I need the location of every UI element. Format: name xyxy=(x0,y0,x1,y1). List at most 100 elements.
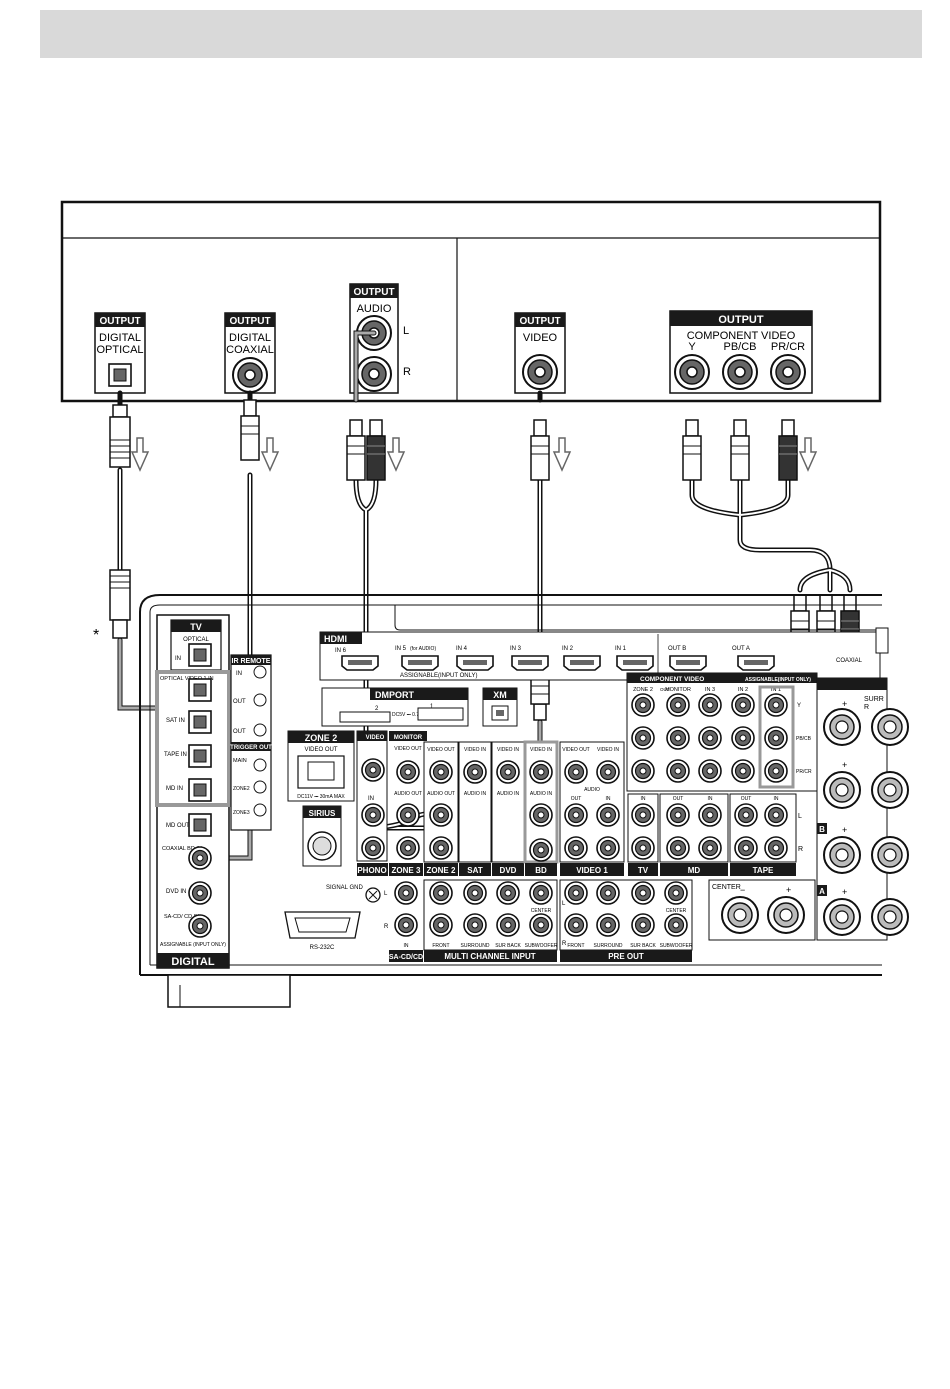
channel-l-label: L xyxy=(403,325,409,337)
dmport-section: DMPORT 2 DC5V ⎓ 0.7A MAX 1 xyxy=(321,687,469,727)
comp-in3-y-jack xyxy=(698,693,722,717)
receiver-chassis xyxy=(139,594,882,1008)
tape-in-r-jack xyxy=(764,836,788,860)
md-col-label: MD xyxy=(688,866,701,875)
output-header: OUTPUT xyxy=(353,287,394,298)
video1-video-in-label: VIDEO IN xyxy=(597,747,619,753)
output-line: DIGITAL xyxy=(99,332,141,344)
video1-video-out-jack xyxy=(564,760,588,784)
spk-plus-label: + xyxy=(842,760,847,770)
output-line: COMPONENT VIDEO xyxy=(687,330,796,342)
md-out-col-label: OUT xyxy=(673,796,684,802)
mci-surback-r-jack xyxy=(496,913,520,937)
preout-surround-label: SURROUND xyxy=(594,943,623,949)
bd-video-in-label: VIDEO IN xyxy=(530,747,552,753)
video1-audio-label: AUDIO xyxy=(584,787,600,793)
spk-surr-plus xyxy=(823,708,861,746)
zone2-sub-label: VIDEO OUT xyxy=(304,747,337,753)
sat-label: SAT xyxy=(467,866,483,875)
coax-plug-top xyxy=(240,399,260,461)
hdmi-in5-port xyxy=(401,655,439,671)
optical-plug-top xyxy=(109,404,131,468)
hdmi-in1-port xyxy=(616,655,654,671)
spk-b-minus xyxy=(871,836,909,874)
mci-subwoofer-jack xyxy=(529,913,553,937)
digital-optical-output: OUTPUT DIGITAL OPTICAL xyxy=(94,312,146,394)
video1-video-in-jack xyxy=(596,760,620,784)
mci-subwoofer-label: SUBWOOFER xyxy=(525,943,558,949)
sacd-coax-jack xyxy=(188,914,212,938)
monitor-label: MONITOR xyxy=(394,735,423,741)
component-plug-pb xyxy=(730,419,750,481)
comp-monitor-pr-jack xyxy=(666,759,690,783)
component-pr-label: PR/CR xyxy=(771,341,805,353)
component-video-panel: COMPONENT VIDEO ASSIGNABLE(INPUT ONLY) Z… xyxy=(626,672,818,792)
trigger-zone2-label: ZONE2 xyxy=(233,786,250,792)
sacd-in-col-label: IN xyxy=(404,943,409,949)
channel-r-label: R xyxy=(403,366,411,378)
spk-center-plus-label: + xyxy=(786,885,791,895)
monitor-audio-out-label: AUDIO OUT xyxy=(394,791,422,797)
hdmi-section: HDMI IN 6 IN 5 (for AUDIO) IN 4 IN 3 IN … xyxy=(319,631,881,681)
md-in-l-jack xyxy=(698,803,722,827)
video1-video-out-label: VIDEO OUT xyxy=(562,747,590,753)
bd-label: BD xyxy=(535,866,547,875)
ir-out-label: OUT xyxy=(233,729,246,735)
mci-label: MULTI CHANNEL INPUT xyxy=(444,952,535,961)
spk-center-plus xyxy=(767,896,805,934)
video-col-label: VIDEO xyxy=(366,735,385,741)
ir-remote-label: IR REMOTE xyxy=(232,658,271,665)
signal-arrow xyxy=(131,437,149,471)
sat-optical-jack xyxy=(188,710,212,734)
video1-optical-jack xyxy=(188,678,212,702)
sacd-col-label: SA-CD/CD xyxy=(389,954,423,961)
spk-plus-label: + xyxy=(842,699,847,709)
xm-label: XM xyxy=(493,690,507,700)
tape-in-col-label: IN xyxy=(774,796,779,802)
zone2-video-out-section: ZONE 2 VIDEO OUT DC11V ⎓ 30mA MAX xyxy=(287,730,355,802)
zone2-audio-r-jack xyxy=(429,836,453,860)
zone2-col-label: ZONE 2 xyxy=(427,866,456,875)
comp-monitor-label: MONITOR xyxy=(665,687,691,693)
tv-audio-r-jack xyxy=(631,836,655,860)
tv-optical-label: OPTICAL xyxy=(183,637,209,643)
hdmi-in2-port xyxy=(563,655,601,671)
spk-a-minus xyxy=(871,898,909,936)
sacd-r-jack xyxy=(394,913,418,937)
md-out-label: MD OUT xyxy=(166,823,190,829)
video1-out-label: OUT xyxy=(571,796,582,802)
component-plug-pr xyxy=(778,419,798,481)
bd-coax-jack xyxy=(188,846,212,870)
digital-coaxial-output: OUTPUT DIGITAL COAXIAL xyxy=(224,312,276,394)
preout-subwoofer-label: SUBWOOFER xyxy=(660,943,693,949)
output-header: OUTPUT xyxy=(99,316,140,327)
dvd-coax-jack xyxy=(188,881,212,905)
md-out-r-jack xyxy=(666,836,690,860)
preout-subwoofer-jack xyxy=(664,913,688,937)
preout-front-label: FRONT xyxy=(567,943,584,949)
tv-optical-jack xyxy=(188,643,212,667)
dvd-video-in-label: VIDEO IN xyxy=(497,747,519,753)
digital-panel: DIGITAL TV OPTICAL IN OPTICAL VIDEO 1 IN… xyxy=(155,614,231,969)
comp-y-label: Y xyxy=(797,703,801,709)
component-video-output: OUTPUT COMPONENT VIDEO Y PB/CB PR/CR xyxy=(669,310,813,394)
signal-arrow xyxy=(261,437,279,471)
spk-center-minus-label: − xyxy=(740,885,745,895)
hdmi-in4-label: IN 4 xyxy=(456,646,468,652)
spk-surr-minus xyxy=(871,708,909,746)
dvd-audio-in-label: AUDIO IN xyxy=(497,791,520,797)
comp-monitor-pb-jack xyxy=(666,726,690,750)
digital-label: DIGITAL xyxy=(171,956,214,968)
md-in-r-jack xyxy=(698,836,722,860)
monitor-audio-r-jack xyxy=(396,836,420,860)
md-out-optical-jack xyxy=(188,813,212,837)
sacd-l-jack xyxy=(394,881,418,905)
hdmi-outb-port xyxy=(669,655,707,671)
video1-audio-out-l-jack xyxy=(564,803,588,827)
mci-surback-label: SUR BACK xyxy=(495,943,521,949)
tv-audio-l-jack xyxy=(631,803,655,827)
av-columns: VIDEO IN PHONO MONITOR VIDEO OUT AUDIO O… xyxy=(356,730,803,876)
sat-in-label: SAT IN xyxy=(166,718,185,724)
output-header: OUTPUT xyxy=(718,314,764,326)
